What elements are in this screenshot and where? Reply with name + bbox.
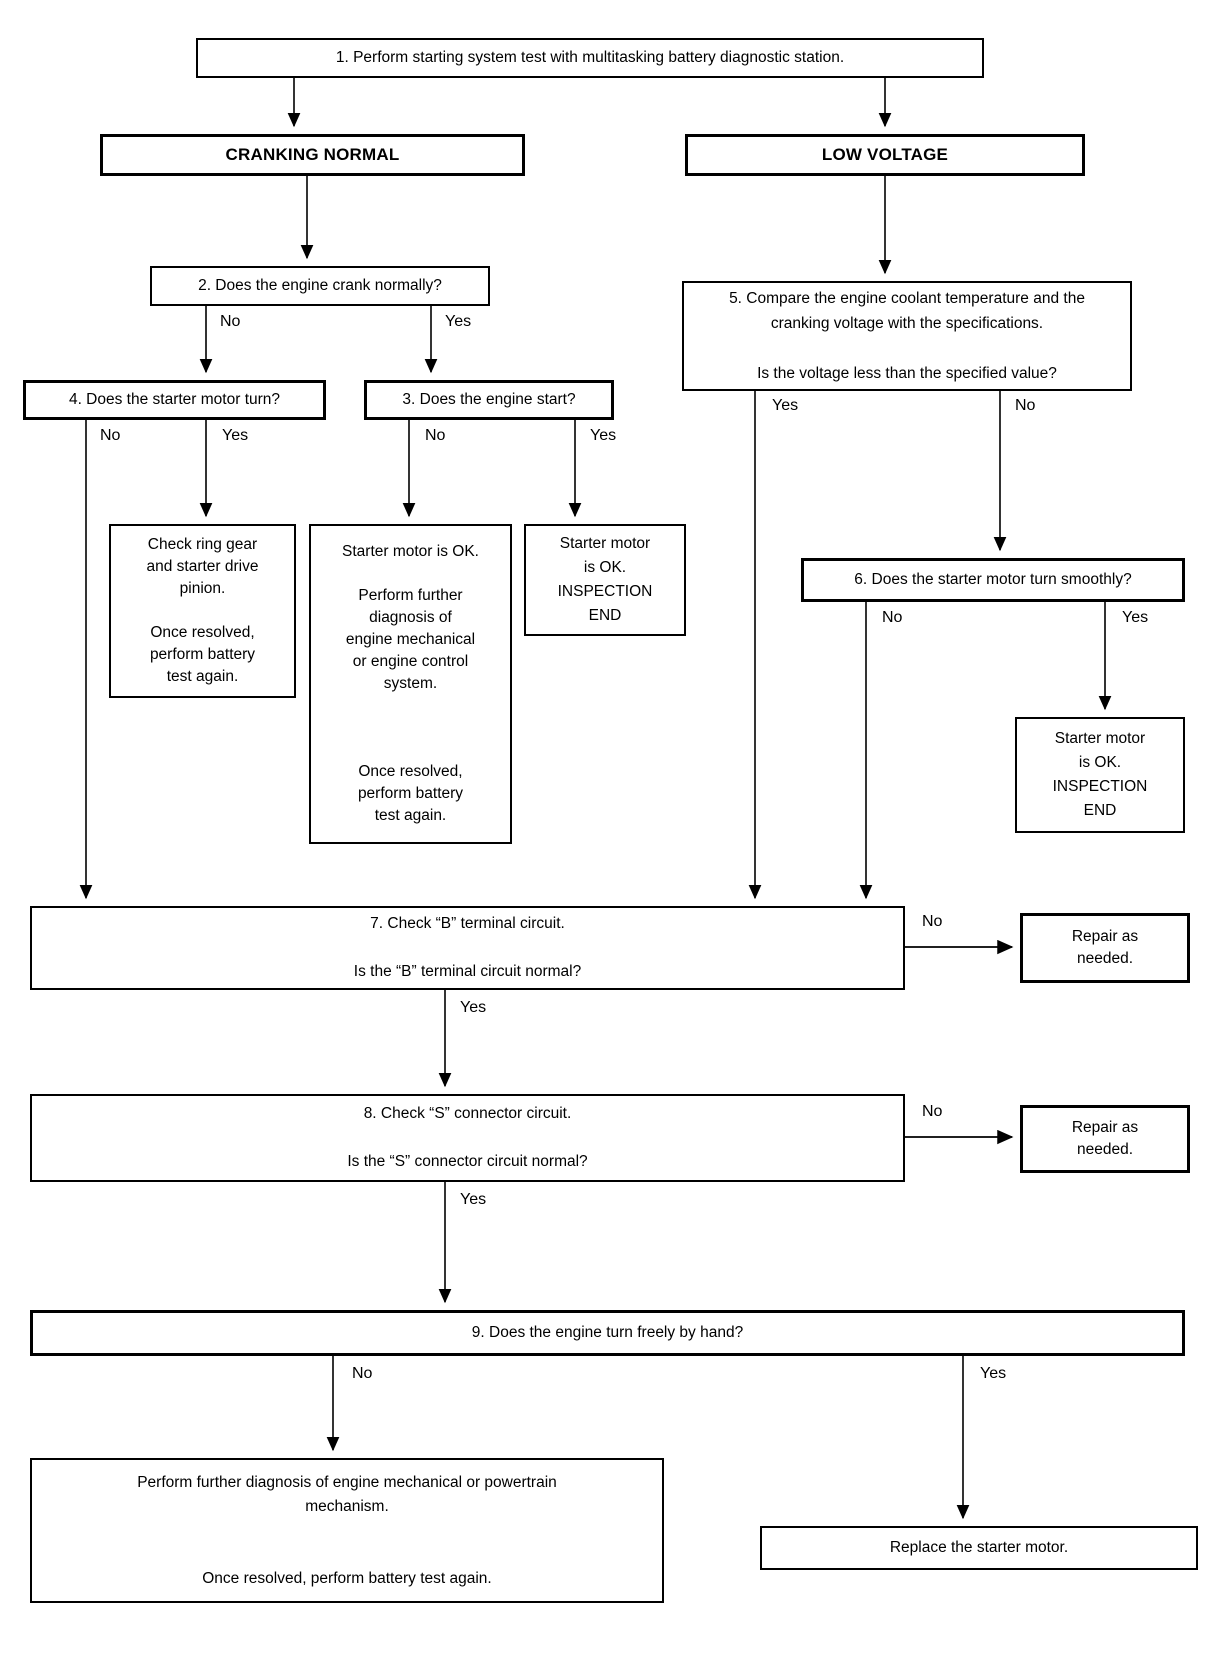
ring-gear-box: Check ring gear and starter drive pinion… bbox=[109, 524, 296, 698]
step5-no-label: No bbox=[1015, 397, 1036, 414]
step6-yes-label: Yes bbox=[1122, 609, 1149, 626]
step2-yes-label: Yes bbox=[445, 313, 472, 330]
step4-yes-label: Yes bbox=[222, 427, 249, 444]
step7-no-label: No bbox=[922, 913, 943, 930]
step3-no-label: No bbox=[425, 427, 446, 444]
step5-box: 5. Compare the engine coolant temperatur… bbox=[682, 281, 1132, 391]
inspection-end-right-box: Starter motor is OK. INSPECTION END bbox=[1015, 717, 1185, 833]
step5-yes-label: Yes bbox=[772, 397, 799, 414]
step3-yes-label: Yes bbox=[590, 427, 617, 444]
step1-box: 1. Perform starting system test with mul… bbox=[196, 38, 984, 78]
step6-no-label: No bbox=[882, 609, 903, 626]
step7-box: 7. Check “B” terminal circuit. Is the “B… bbox=[30, 906, 905, 990]
step6-box: 6. Does the starter motor turn smoothly? bbox=[801, 558, 1185, 602]
step2-no-label: No bbox=[220, 313, 241, 330]
step4-no-label: No bbox=[100, 427, 121, 444]
inspection-end-left-box: Starter motor is OK. INSPECTION END bbox=[524, 524, 686, 636]
powertrain-diagnosis-box: Perform further diagnosis of engine mech… bbox=[30, 1458, 664, 1603]
step8-box: 8. Check “S” connector circuit. Is the “… bbox=[30, 1094, 905, 1182]
step2-box: 2. Does the engine crank normally? bbox=[150, 266, 490, 306]
repair-b-box: Repair as needed. bbox=[1020, 913, 1190, 983]
step8-no-label: No bbox=[922, 1103, 943, 1120]
step4-box: 4. Does the starter motor turn? bbox=[23, 380, 326, 420]
step3-box: 3. Does the engine start? bbox=[364, 380, 614, 420]
replace-starter-box: Replace the starter motor. bbox=[760, 1526, 1198, 1570]
step9-no-label: No bbox=[352, 1365, 373, 1382]
low-voltage-header: LOW VOLTAGE bbox=[685, 134, 1085, 176]
step7-yes-label: Yes bbox=[460, 999, 487, 1016]
further-diagnosis-box: Starter motor is OK. Perform further dia… bbox=[309, 524, 512, 844]
cranking-normal-header: CRANKING NORMAL bbox=[100, 134, 525, 176]
step8-yes-label: Yes bbox=[460, 1191, 487, 1208]
step9-yes-label: Yes bbox=[980, 1365, 1007, 1382]
step9-box: 9. Does the engine turn freely by hand? bbox=[30, 1310, 1185, 1356]
repair-s-box: Repair as needed. bbox=[1020, 1105, 1190, 1173]
